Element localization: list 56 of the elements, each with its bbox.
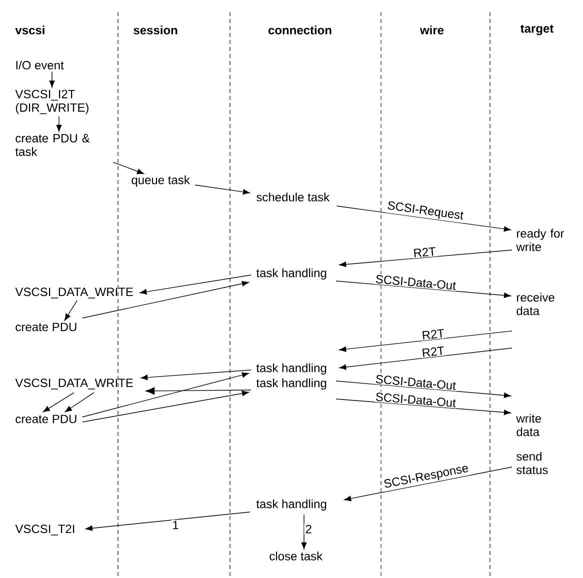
edge-label: R2T xyxy=(420,345,446,358)
edge-label: SCSI-Data-Out xyxy=(374,391,458,408)
step-text: create PDU & task xyxy=(15,134,90,156)
edge-label: R2T xyxy=(420,328,446,341)
arrow xyxy=(339,348,512,370)
edge-label: 1 xyxy=(171,520,180,530)
edge-label: SCSI-Data-Out xyxy=(374,274,458,292)
arrow xyxy=(339,250,512,268)
step-text: receive data xyxy=(516,292,554,316)
step-text: task handling xyxy=(256,363,326,375)
step-text: I/O event xyxy=(16,60,64,70)
arrow xyxy=(336,398,511,416)
step-text: task handling xyxy=(256,268,326,280)
lane-heading: wire xyxy=(420,26,444,34)
step-text: create PDU xyxy=(16,322,76,332)
arrow xyxy=(339,330,512,352)
step-text: VSCSI_T2I xyxy=(15,524,74,536)
lane-heading: target xyxy=(520,24,554,36)
arrow xyxy=(82,280,249,318)
arrow xyxy=(336,280,511,298)
arrow xyxy=(49,71,55,88)
arrow xyxy=(86,512,250,531)
step-text: send status xyxy=(516,452,548,474)
arrow xyxy=(112,162,144,174)
arrow xyxy=(194,184,250,195)
edge-label: SCSI-Data-Out xyxy=(374,374,458,392)
lane-heading: vscsi xyxy=(15,26,44,34)
edge-label: SCSI-Request xyxy=(385,200,466,224)
step-text: create PDU xyxy=(16,414,76,424)
step-text: schedule task xyxy=(256,192,330,202)
arrow xyxy=(82,390,249,422)
step-text: ready for write xyxy=(516,228,564,252)
arrow xyxy=(336,380,511,398)
step-text: queue task xyxy=(132,175,190,187)
arrow xyxy=(146,387,252,395)
step-text: VSCSI_DATA_WRITE xyxy=(15,378,133,390)
step-text: task handling xyxy=(256,499,326,511)
step-text: VSCSI_I2T (DIR_WRITE) xyxy=(15,90,88,114)
arrow xyxy=(56,116,62,132)
arrow xyxy=(64,300,78,321)
arrow xyxy=(140,274,252,294)
step-text: task handling xyxy=(256,378,326,390)
step-text: VSCSI_DATA_WRITE xyxy=(15,288,133,298)
arrow xyxy=(42,392,74,412)
arrow xyxy=(140,370,252,380)
step-text: write data xyxy=(516,414,541,436)
edge-label: 2 xyxy=(304,524,313,534)
arrow xyxy=(336,206,511,232)
arrow xyxy=(344,466,512,502)
lane-heading: connection xyxy=(268,26,332,34)
step-text: close task xyxy=(270,552,323,560)
arrow xyxy=(64,392,94,412)
arrow xyxy=(82,372,249,418)
edge-label: R2T xyxy=(412,246,438,258)
arrow xyxy=(301,514,307,550)
lane-heading: session xyxy=(134,26,178,34)
